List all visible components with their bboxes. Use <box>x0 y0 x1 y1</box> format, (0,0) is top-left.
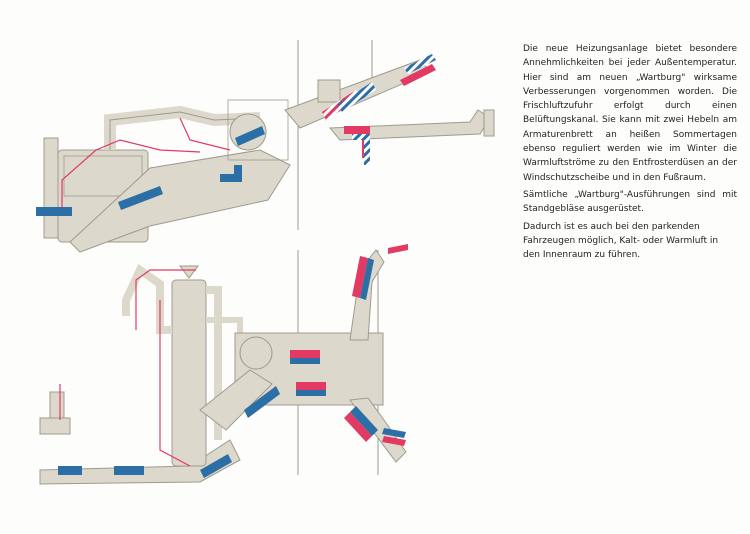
cold-air-arrow <box>118 186 163 210</box>
floor-duct <box>39 439 241 485</box>
paragraph-standby-blower: Sämtliche „Wartburg"-Ausführungen sind m… <box>523 189 737 215</box>
warm-air-path <box>159 300 191 467</box>
paragraph-parked-vehicles: Dadurch ist es auch bei den parkenden Fa… <box>523 221 719 261</box>
cold-air-arrow <box>220 165 242 182</box>
heating-system-diagram <box>36 40 495 485</box>
description-text: Die neue Heizungsanlage bietet besondere… <box>523 42 737 265</box>
intake-pipe <box>39 417 71 435</box>
top-view <box>39 244 408 485</box>
heater-blower <box>239 336 273 370</box>
engine-wall <box>43 137 59 239</box>
side-view <box>36 40 495 253</box>
paragraph-heating-intro: Die neue Heizungsanlage bietet besondere… <box>523 44 737 183</box>
cold-air-arrow <box>36 207 72 216</box>
warm-air-arrow <box>290 350 320 358</box>
radiator-column <box>171 279 207 467</box>
warm-air-path <box>61 139 201 210</box>
cold-air-arrow <box>58 466 82 475</box>
